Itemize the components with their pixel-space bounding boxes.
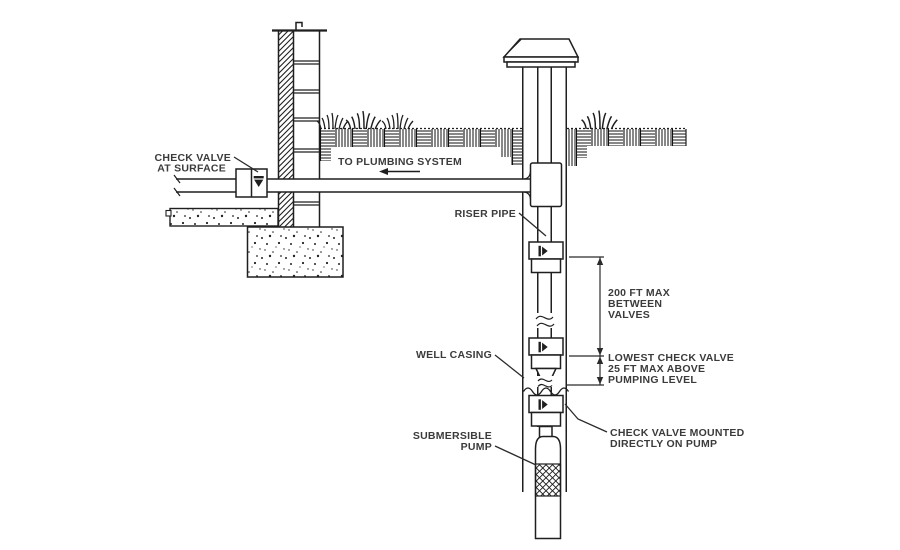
foundation-footing — [246, 226, 344, 278]
label-between-valves: 200 FT MAX — [608, 287, 670, 299]
label-to-plumbing-system: TO PLUMBING SYSTEM — [338, 156, 462, 168]
wall-hatch — [278, 31, 293, 227]
leader-check-valve-on-pump — [564, 403, 608, 433]
pipe-break-icon — [173, 174, 181, 197]
label-lowest-check-valve: 25 FT MAX ABOVE — [608, 363, 705, 375]
grass-icon — [316, 112, 349, 130]
label-submersible-pump: PUMP — [461, 441, 492, 453]
dim-arrow-icon — [596, 377, 604, 385]
ground-left — [320, 127, 522, 165]
label-check-valve-at-surface: CHECK VALVE — [155, 152, 231, 164]
slab-break-icon — [165, 209, 172, 217]
ground-right — [567, 127, 687, 166]
label-riser-pipe: RISER PIPE — [455, 208, 516, 220]
dim-arrow-icon — [596, 348, 604, 356]
anchor-pin-icon — [295, 21, 303, 31]
label-well-casing: WELL CASING — [416, 349, 492, 361]
dim-arrow-icon — [596, 356, 604, 364]
grass-icon — [381, 112, 414, 130]
house-wall — [272, 21, 327, 227]
label-submersible-pump: SUBMERSIBLE — [413, 430, 492, 442]
pump-neck — [538, 425, 553, 438]
horizontal-supply-pipe — [267, 178, 532, 193]
leader-submersible-pump — [494, 445, 537, 466]
flow-arrow-icon — [379, 168, 420, 175]
leader-check-valve-surface — [233, 156, 259, 173]
dim-arrow-icon — [596, 257, 604, 265]
label-lowest-check-valve: LOWEST CHECK VALVE — [608, 352, 734, 364]
pump-intake-screen — [534, 463, 562, 497]
label-lowest-check-valve: PUMPING LEVEL — [608, 374, 697, 386]
label-check-valve-on-pump: DIRECTLY ON PUMP — [610, 438, 717, 450]
label-between-valves: BETWEEN — [608, 298, 662, 310]
leader-well-casing — [494, 354, 525, 379]
check-valve-icon — [253, 176, 264, 187]
basement-slab — [165, 207, 279, 227]
label-between-valves: VALVES — [608, 309, 650, 321]
water-level-icon — [522, 387, 570, 396]
leader-riser-pipe — [518, 212, 547, 237]
pipe-break-icon — [536, 376, 556, 388]
pipe-reducer — [534, 367, 558, 378]
check-valve-1 — [528, 241, 564, 274]
dimension-bracket — [566, 256, 604, 386]
pipe-tee — [523, 162, 563, 208]
grass-icon — [580, 109, 618, 130]
label-check-valve-on-pump: CHECK VALVE MOUNTED — [610, 427, 745, 439]
pipe-break-icon — [534, 313, 558, 328]
check-valve-2 — [528, 337, 564, 370]
grass-icon — [345, 110, 382, 130]
pipe-stub — [173, 174, 236, 197]
mortar-joints — [293, 60, 320, 206]
label-check-valve-at-surface: AT SURFACE — [157, 163, 226, 175]
well-casing — [522, 64, 567, 492]
check-valve-3 — [528, 394, 564, 427]
surface-check-valve — [235, 168, 268, 198]
well-cap — [502, 38, 580, 68]
